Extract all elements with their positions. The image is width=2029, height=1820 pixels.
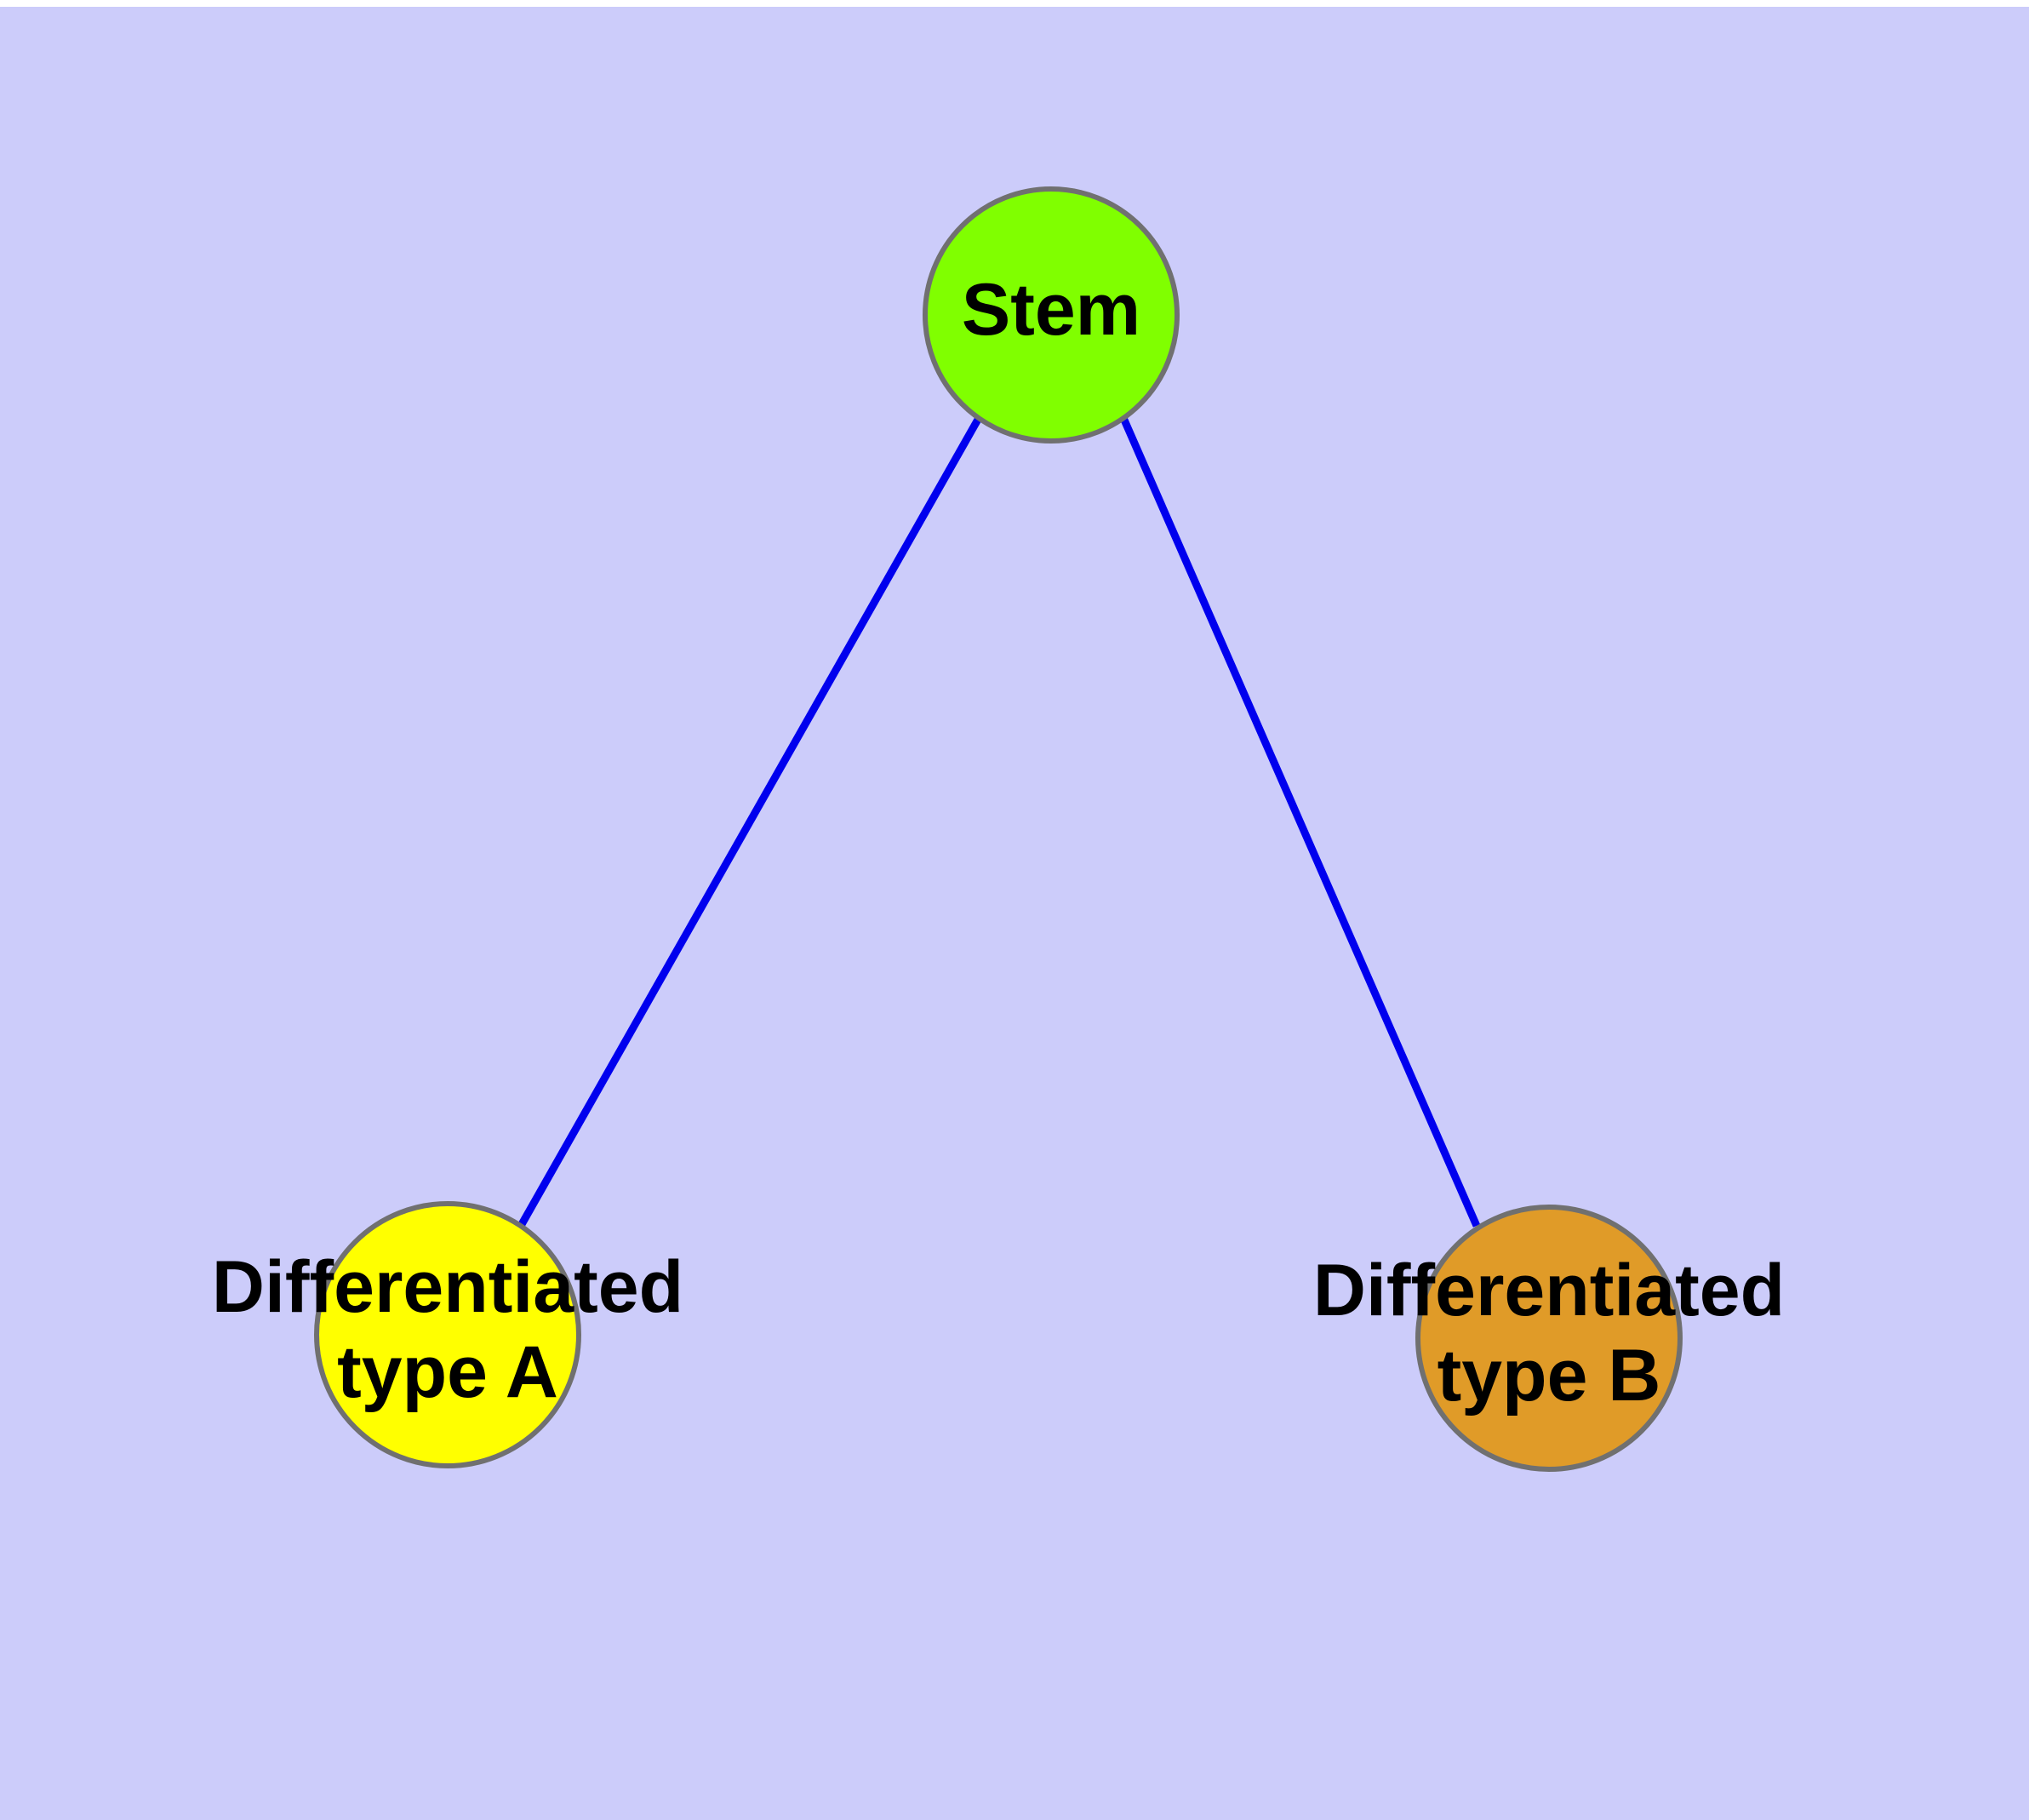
node-layer — [314, 186, 1683, 1472]
edge-stem-to-differentiated-type-b[interactable] — [1119, 416, 1481, 1228]
node-circle-differentiated-type-a[interactable] — [314, 1201, 581, 1468]
node-label-line: Stem — [962, 269, 1140, 351]
node-stem[interactable] — [923, 186, 1180, 444]
edge-layer — [517, 415, 1481, 1228]
node-label-line: type A — [337, 1331, 558, 1413]
node-differentiated-type-b[interactable] — [1415, 1205, 1683, 1472]
node-differentiated-type-a[interactable] — [314, 1201, 581, 1468]
edge-stem-to-differentiated-type-a[interactable] — [517, 415, 982, 1228]
node-label-line: type B — [1437, 1335, 1661, 1417]
node-label-line: Differentiated — [1313, 1250, 1785, 1331]
node-circle-differentiated-type-b[interactable] — [1415, 1205, 1683, 1472]
node-label-line: Differentiated — [212, 1246, 683, 1328]
node-circle-stem[interactable] — [923, 186, 1180, 444]
node-label-stem: Stem — [962, 269, 1140, 351]
